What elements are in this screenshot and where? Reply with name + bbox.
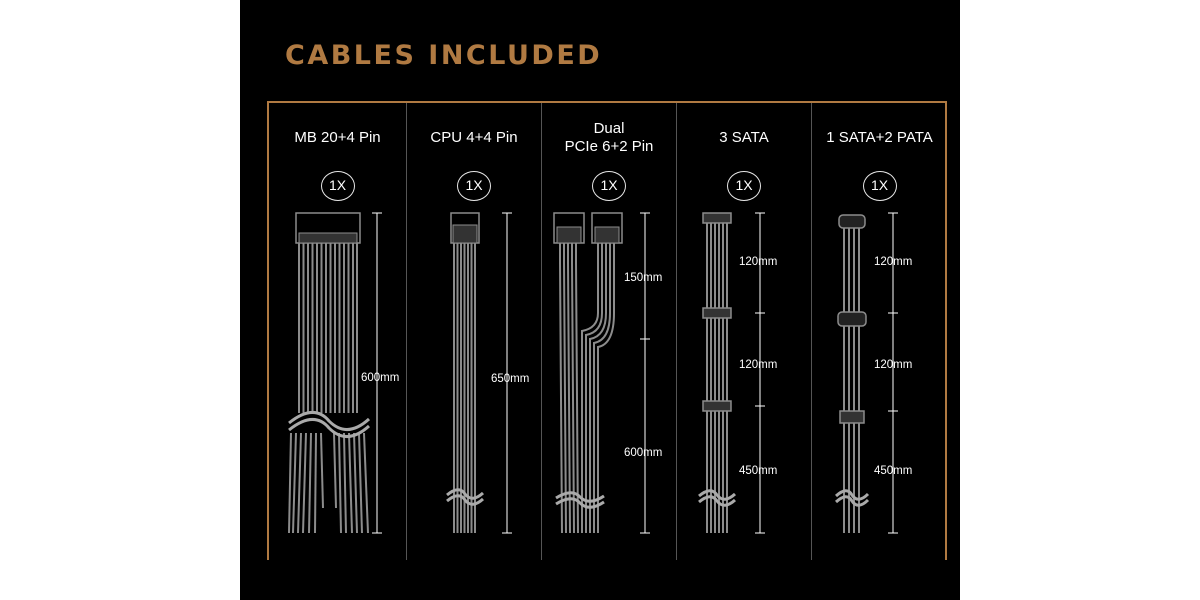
column-divider [406, 103, 407, 560]
cable-column-sata: 3 SATA 1X 120mm 120mm 450mm [677, 103, 811, 560]
sata-pata-cable-illustration: 120mm 120mm 450mm [834, 212, 912, 534]
length-label: 150mm [624, 272, 662, 284]
column-divider [811, 103, 812, 560]
length-label: 120mm [874, 359, 912, 371]
page-title: CABLES INCLUDED [285, 40, 603, 71]
cable-label: 1 SATA+2 PATA [826, 129, 933, 146]
cable-label: MB 20+4 Pin [294, 129, 381, 146]
mb-cable-illustration [288, 212, 382, 534]
length-label: 600mm [624, 447, 662, 459]
column-divider [676, 103, 677, 560]
cable-label: CPU 4+4 Pin [430, 129, 518, 146]
quantity-badge: 1X [592, 171, 626, 201]
sata-cable-illustration: 120mm 120mm 450mm [698, 212, 777, 534]
length-label: 650mm [491, 373, 529, 385]
pcie-cable-illustration: 150mm 600mm [553, 212, 662, 534]
length-label: 450mm [874, 465, 912, 477]
quantity-badge: 1X [457, 171, 491, 201]
length-label: 120mm [739, 256, 777, 268]
cables-panel: CABLES INCLUDED MB 20+4 Pin 1X [240, 0, 960, 600]
length-label: 120mm [874, 256, 912, 268]
length-label: 450mm [739, 465, 777, 477]
cable-column-mb: MB 20+4 Pin 1X 600mm [269, 103, 406, 560]
quantity-badge: 1X [727, 171, 761, 201]
cable-column-cpu: CPU 4+4 Pin 1X 650mm [407, 103, 541, 560]
length-label: 120mm [739, 359, 777, 371]
cpu-cable-illustration: 650mm [446, 212, 529, 534]
cable-label: 3 SATA [719, 129, 769, 146]
cable-column-sata-pata: 1 SATA+2 PATA 1X 120mm 120mm 450mm [812, 103, 947, 560]
column-divider [541, 103, 542, 560]
cables-frame: MB 20+4 Pin 1X 600mm [267, 101, 947, 560]
quantity-badge: 1X [862, 171, 897, 201]
quantity-badge: 1X [320, 171, 355, 201]
